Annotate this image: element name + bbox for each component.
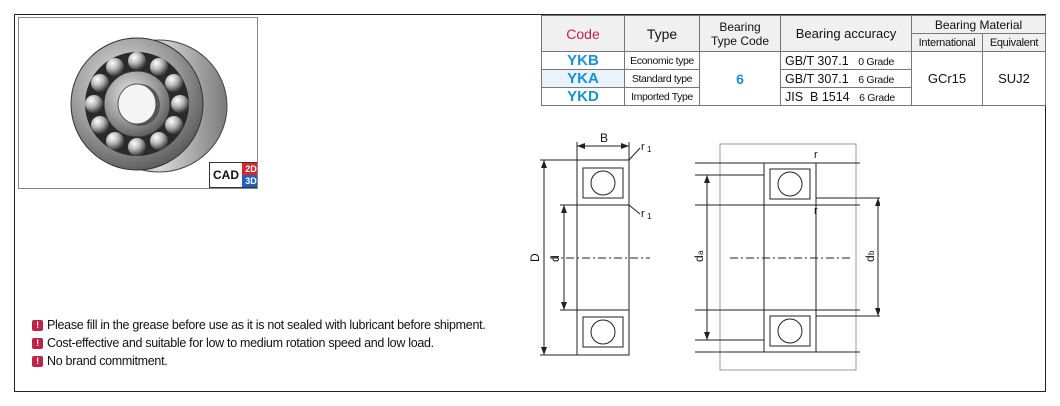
spec-table: Code Type Bearing Type Code Bearing accu… [541,15,1046,106]
type-cell: Economic type [624,51,700,70]
note-item: ! Cost-effective and suitable for low to… [32,334,485,352]
material-equivalent-cell: SUJ2 [982,51,1046,106]
table-row: YKB Economic type 6 GB/T 307.1 0 Grade G… [541,51,1046,106]
accuracy-standard: JIS B 1514 [785,89,850,104]
accuracy-cell: JIS B 1514 6 Grade [780,87,912,106]
accuracy-grade: 0 Grade [858,55,895,68]
label-da-sub: a [696,250,705,255]
bearing-type-code-cell: 6 [699,51,781,106]
label-r-mid: r [814,205,818,217]
warning-icon: ! [32,337,43,349]
notes-list: ! Please fill in the grease before use a… [32,316,486,370]
type-cell: Imported Type [624,87,700,106]
cad-3d-label: 3D [242,175,257,187]
cad-2d-label: 2D [242,163,257,175]
note-text: Cost-effective and suitable for low to m… [47,336,434,350]
cad-label: CAD [213,168,239,182]
label-db-sub: b [867,250,876,255]
label-r-top: r [814,149,818,161]
cad-dims: 2D 3D [242,163,257,187]
accuracy-grade: 6 Grade [859,91,895,104]
header-bearing-accuracy: Bearing accuracy [780,15,912,52]
header-btc-line2: Type Code [710,33,770,48]
header-equivalent: Equivalent [982,33,1046,52]
label-D: D [528,253,542,262]
accuracy-standard: GB/T 307.1 [785,71,849,86]
label-db: d [863,255,877,262]
label-d: d [548,255,562,262]
note-text: Please fill in the grease before use as … [47,318,486,332]
accuracy-cell: GB/T 307.1 0 Grade [780,51,912,70]
accuracy-standard: GB/T 307.1 [785,53,849,68]
label-da: d [692,255,706,262]
code-cell[interactable]: YKD [541,87,625,106]
header-bearing-type-code: Bearing Type Code [699,15,781,52]
accuracy-grade: 6 Grade [858,73,895,86]
label-B: B [600,131,608,145]
warning-icon: ! [32,355,43,367]
product-photo-box: CAD 2D 3D [18,17,258,189]
header-international: International [911,33,983,52]
header-bearing-material: Bearing Material [911,15,1046,34]
material-international-cell: GCr15 [911,51,983,106]
header-code: Code [541,15,625,52]
note-item: ! No brand commitment. [32,352,485,370]
code-cell[interactable]: YKA [541,69,625,88]
cad-badge[interactable]: CAD 2D 3D [209,162,257,188]
bearing-drawing: B r 1 r 1 D d r r d a d b [528,131,880,371]
bearing-photo [70,37,228,173]
header-type: Type [624,15,700,52]
label-r1-top: r [641,141,645,153]
label-r1-inner: r [641,208,645,220]
accuracy-cell: GB/T 307.1 6 Grade [780,69,912,88]
label-r1-top-sub: 1 [647,145,652,154]
code-cell[interactable]: YKB [541,51,625,70]
header-btc-line1: Bearing [719,19,761,34]
table-row: YKD Imported Type JIS B 1514 6 Grade [541,87,1046,106]
warning-icon: ! [32,319,43,331]
note-text: No brand commitment. [47,354,168,368]
balls [85,52,189,156]
type-cell: Standard type [624,69,700,88]
label-r1-inner-sub: 1 [647,212,652,221]
note-item: ! Please fill in the grease before use a… [32,316,486,334]
